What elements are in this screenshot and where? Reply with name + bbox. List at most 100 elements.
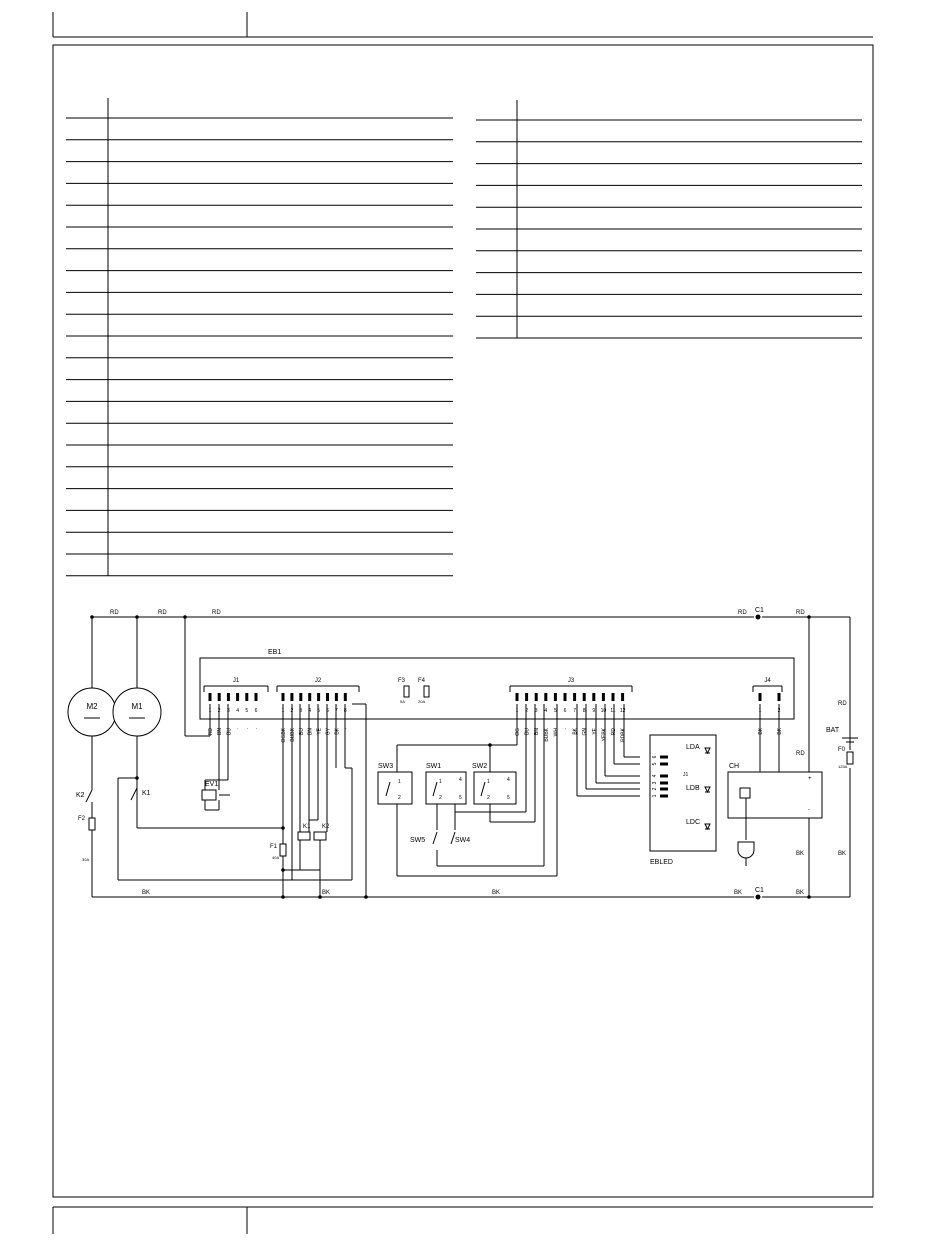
svg-text:1: 1	[439, 779, 442, 785]
led-board-pin-number: 3	[652, 781, 658, 784]
connector-pin-number: 12	[620, 708, 626, 714]
connector-pin-number: 4	[544, 708, 547, 714]
svg-text:BK: BK	[322, 890, 330, 896]
switch-sw2: SW2 1 2 4 5	[472, 763, 517, 805]
relay-coil-k1: K1	[297, 824, 311, 841]
connector-pin	[254, 693, 258, 701]
connector-pin	[621, 693, 625, 701]
relay-k2-contact-label: K2	[76, 792, 85, 799]
connector-label: J2	[315, 678, 322, 684]
led-board-pin	[660, 781, 668, 785]
connector-pin	[592, 693, 596, 701]
fuse-f1-rating: 40A	[272, 855, 279, 860]
svg-text:2: 2	[487, 795, 490, 801]
wire-color-label: ·	[236, 728, 242, 730]
svg-text:BK: BK	[492, 890, 500, 896]
svg-text:2: 2	[398, 795, 401, 801]
wire-color-label: WH	[553, 728, 559, 737]
fuse-f0-label: F0	[838, 747, 846, 753]
svg-text:4: 4	[507, 777, 510, 783]
led-board-pin	[660, 774, 668, 778]
connector-pin-number: 8	[344, 708, 347, 714]
switch-sw1: SW1 1 2 4 5	[425, 763, 467, 805]
connector-pin-number: 8	[583, 708, 586, 714]
wire-color-label: YE	[592, 727, 598, 734]
switch-sw5-sw4: SW5 SW4	[410, 804, 470, 845]
relay-k2-coil-label: K2	[322, 824, 330, 830]
fuse-f4-label: F4	[418, 678, 426, 684]
connector-pin-number: 6	[564, 708, 567, 714]
connector-label: J1	[233, 678, 240, 684]
valve-ev1: EV1	[201, 781, 230, 801]
connector-pin	[299, 693, 303, 701]
fuse-f0: F0 125A	[838, 747, 854, 769]
c1-bottom-label: C1	[755, 887, 764, 894]
switch-sw3: SW3 1 2	[377, 763, 413, 805]
led-board-pin-number: 2	[652, 787, 658, 790]
led-board-pin	[660, 762, 668, 766]
motor-m2: M2	[67, 687, 117, 737]
connector-pin	[208, 693, 212, 701]
svg-text:BK: BK	[796, 851, 804, 857]
connector-pin	[573, 693, 577, 701]
svg-text:RD: RD	[158, 610, 167, 616]
wire-color-label: BUBK	[290, 727, 296, 741]
connector-pin	[334, 693, 338, 701]
fuse-f2-label: F2	[78, 816, 86, 822]
relay-k1-contact-label: K1	[142, 790, 151, 797]
connector-pin	[281, 693, 285, 701]
svg-text:RD: RD	[212, 610, 221, 616]
connector-pin	[226, 693, 230, 701]
connector-pin	[582, 693, 586, 701]
connector-pin	[611, 693, 615, 701]
wire-color-label: GY	[326, 727, 332, 735]
charger-plus: +	[808, 776, 812, 782]
wire-color-label: BU	[226, 728, 232, 735]
connector-pin	[777, 693, 781, 701]
svg-text:RD: RD	[796, 610, 805, 616]
wire-color-label: OG	[515, 728, 521, 736]
main-wiring	[91, 616, 851, 898]
svg-text:1: 1	[398, 779, 401, 785]
connector-pin	[525, 693, 529, 701]
fuse-f3: F3 5A	[398, 678, 410, 704]
relay-contact-k1: K1	[130, 787, 151, 801]
svg-text:RD: RD	[110, 610, 119, 616]
connector-pin	[553, 693, 557, 701]
fuse-f3-label: F3	[398, 678, 406, 684]
wire-color-label: RD	[208, 728, 214, 736]
connector-pin	[236, 693, 240, 701]
switch-sw3-label: SW3	[378, 763, 393, 770]
connector-pin-number: 7	[335, 708, 338, 714]
connector-c1-bottom: C1	[755, 887, 764, 900]
wire-color-label: BN	[534, 728, 540, 735]
switch-sw5-label: SW5	[410, 837, 425, 844]
fuse-f4-rating: 20A	[418, 699, 425, 704]
connector-pin-number: 2	[525, 708, 528, 714]
wire-color-label: ·	[254, 728, 260, 730]
wire-color-label: OGBK	[281, 727, 287, 742]
connector-pin-number: 9	[592, 708, 595, 714]
led-board-conn-label: J1	[683, 772, 689, 778]
connector-pin-number: 6	[255, 708, 258, 714]
connector-pin	[326, 693, 329, 701]
wire-color-label: BUBK	[544, 727, 550, 741]
connector-c1-top: C1	[755, 607, 764, 620]
svg-text:RD: RD	[738, 610, 747, 616]
switch-sw2-label: SW2	[472, 763, 487, 770]
rail-labels: RD RD RD RD RD RD RD BK BK BK BK BK BK B…	[110, 610, 847, 896]
relay-coil-k2: K2	[313, 824, 330, 841]
led-lda-label: LDA	[686, 744, 700, 751]
connector-pin-number: 3	[227, 708, 230, 714]
svg-text:2: 2	[439, 795, 442, 801]
fuse-f4: F4 20A	[418, 678, 430, 704]
connector-pin	[317, 693, 321, 701]
svg-text:BK: BK	[796, 890, 804, 896]
connector-pin	[544, 693, 548, 701]
switch-sw4-label: SW4	[455, 837, 470, 844]
